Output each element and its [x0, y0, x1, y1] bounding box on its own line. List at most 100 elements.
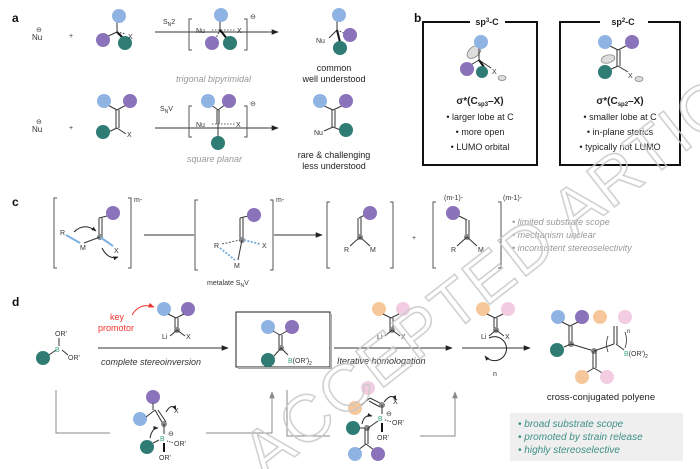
svg-text:X: X — [174, 408, 179, 415]
svg-text:⊖: ⊖ — [250, 101, 256, 108]
ts-caption-square-planar: square planar — [187, 154, 243, 164]
svg-text:B(OR')2: B(OR')2 — [624, 351, 648, 360]
benefit-item: • promoted by strain release — [518, 432, 643, 443]
anion-charge: ⊖ — [36, 27, 42, 34]
key-promotor: key promotor Li X — [98, 302, 195, 341]
sp3-substrate: X — [96, 9, 133, 50]
svg-text:M: M — [370, 247, 376, 254]
boronate-ate-complex-2: X B ⊖ OR' OR' — [346, 381, 404, 461]
svg-text:B: B — [160, 436, 165, 443]
svg-text:SNV: SNV — [160, 106, 173, 115]
product-isomer-2: (m-1)- (m-1)- (m-1)- R M — [432, 195, 523, 269]
ts-caption-metalate-snv: metalate SNV — [207, 280, 249, 289]
svg-text:Li: Li — [377, 334, 383, 341]
sn2-arrow: SN2 — [155, 19, 279, 35]
svg-text:M: M — [80, 245, 86, 252]
benefit-item: • broad substrate scope — [518, 419, 624, 430]
substituent-purple — [96, 33, 110, 47]
svg-text:(m-1)-: (m-1)- — [444, 195, 464, 202]
nucleophile-row2: Nu ⊖ — [32, 119, 42, 134]
outcome-less-understood: less understood — [302, 161, 366, 171]
snv-product: Nu rare & challenging less understood — [298, 94, 371, 171]
svg-text:⊖: ⊖ — [168, 431, 174, 438]
svg-text:key: key — [110, 312, 125, 322]
svg-text:B: B — [378, 416, 383, 423]
nucleophile-row1: Nu ⊖ — [32, 27, 42, 42]
svg-text:X: X — [401, 334, 406, 341]
step2-label: Iterative homologation — [337, 356, 426, 366]
svg-text:R: R — [344, 247, 349, 254]
svg-text:R: R — [60, 230, 65, 237]
svg-text:X: X — [186, 334, 191, 341]
svg-text:R: R — [214, 243, 219, 250]
svg-text:+: + — [412, 235, 416, 242]
product-isomer-1: R M — [326, 201, 394, 269]
sp3-box: sp3-C –X) X σ*(Csp3–X) • larger lobe at … — [422, 17, 538, 166]
svg-text:sp3-C: sp3-C — [475, 17, 499, 27]
svg-text:X: X — [628, 73, 633, 80]
svg-text:B: B — [55, 347, 60, 354]
homologation-reagent-1: Li X — [372, 302, 410, 341]
svg-text:Nu: Nu — [196, 122, 205, 129]
svg-text:X: X — [237, 28, 242, 35]
svg-text:sp2-C: sp2-C — [611, 17, 635, 27]
benefit-item: • highly stereoselective — [518, 445, 620, 456]
outcome-well-understood: well understood — [301, 74, 365, 84]
sp2-bullet: • in-plane sterics — [587, 127, 654, 137]
svg-text:σ*(Csp2–X): σ*(Csp2–X) — [596, 96, 643, 108]
panel-d: d B OR' OR' key promotor Li X — [12, 295, 683, 462]
step1-label: complete stereoinversion — [101, 357, 201, 367]
boxed-vinyl-boronate: B(OR')2 — [235, 311, 332, 369]
loop-count-n: n — [493, 371, 497, 378]
sp2-bullet: • typically not LUMO — [579, 142, 660, 152]
svg-text:OR': OR' — [392, 420, 404, 427]
svg-text:OR': OR' — [159, 455, 171, 462]
svg-text:X: X — [127, 132, 132, 139]
svg-text:⊖: ⊖ — [386, 411, 392, 418]
cross-conjugated-polyene: n B(OR')2 cross-conjugated polyene — [547, 310, 655, 403]
svg-text:X: X — [114, 248, 119, 255]
boronate-ate-complex-1: X B ⊖ OR' OR' — [133, 390, 186, 462]
svg-text:m-: m- — [134, 197, 143, 204]
svg-text:OR': OR' — [377, 435, 389, 442]
panel-b-label: b — [414, 11, 421, 25]
ts-caption-trigonal: trigonal bipyrimidal — [176, 74, 252, 84]
svg-text:+: + — [69, 125, 73, 132]
svg-text:OR': OR' — [68, 355, 80, 362]
svg-text:R: R — [451, 247, 456, 254]
sn2-transition-state: ⊖ Nu X trigonal bipyrimidal — [176, 8, 256, 84]
panel-d-label: d — [12, 295, 19, 309]
svg-text:M: M — [234, 263, 240, 270]
note-item: • limited substrate scope — [512, 217, 610, 227]
outcome-rare: rare & challenging — [298, 150, 371, 160]
metalate-snv-ts: m- R M X metalate SNV — [194, 197, 285, 289]
mechanism-return-paths — [55, 390, 458, 437]
homologation-reagent-loop: Li X n — [462, 302, 531, 378]
svg-text:SN2: SN2 — [163, 19, 175, 28]
panel-c-label: c — [12, 195, 19, 209]
svg-text:Li: Li — [162, 334, 168, 341]
svg-text:X: X — [393, 399, 398, 406]
svg-text:n: n — [627, 329, 630, 335]
svg-text:X: X — [236, 122, 241, 129]
svg-text:OR': OR' — [174, 441, 186, 448]
snv-transition-state: ⊖ Nu X square planar — [187, 94, 256, 164]
boronic-ester-start: B OR' OR' — [36, 331, 80, 365]
vinyl-metalate-complex: m- R M X — [53, 197, 143, 269]
sp3-bullet: • more open — [456, 127, 505, 137]
svg-text:m-: m- — [276, 197, 285, 204]
substituent-teal — [118, 36, 132, 50]
svg-text:Nu: Nu — [32, 125, 42, 134]
sp2-substrate: X — [96, 94, 137, 139]
svg-text:Nu: Nu — [316, 38, 325, 45]
svg-text:⊖: ⊖ — [36, 119, 42, 126]
sp2-box: sp2-C X σ*(Csp2–X) • smaller lobe at C •… — [559, 17, 681, 166]
panel-c: c m- R M X m- — [12, 195, 632, 289]
svg-text:Nu: Nu — [314, 130, 323, 137]
svg-text:OR': OR' — [55, 331, 67, 338]
nu-label: Nu — [32, 33, 42, 42]
substituent-blue — [112, 9, 126, 23]
note-item: • mechanism unclear — [512, 230, 597, 240]
sn2-product: Nu common well understood — [301, 8, 366, 84]
